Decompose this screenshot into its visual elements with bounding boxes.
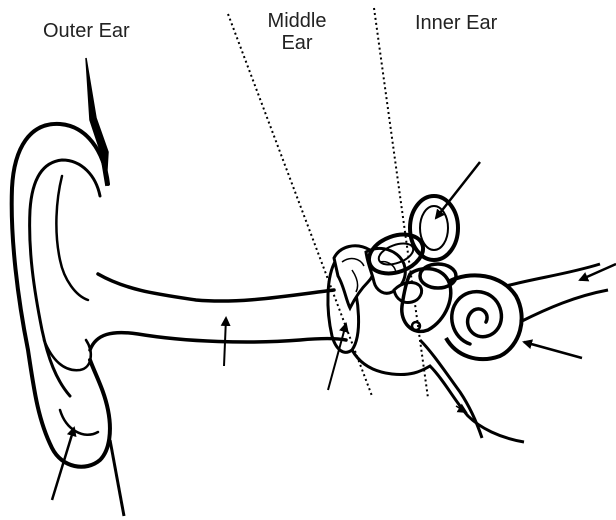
stapes (394, 283, 422, 303)
semicircular-canal-superior-inner (420, 206, 448, 250)
oval-window (412, 322, 420, 330)
pointer-arrow-canal (224, 318, 226, 366)
lobe-stem (110, 440, 124, 516)
pointer-arrow-nerve (580, 264, 616, 280)
auditory-nerve-upper (506, 264, 600, 286)
cochlea-spiral (452, 292, 502, 344)
ear-canal-lower-wall (90, 333, 346, 350)
outer-ear-pointer (86, 58, 108, 186)
pointer-arrow-cochlea (524, 342, 582, 358)
auditory-nerve-lower (520, 290, 608, 322)
cochlea-outline (446, 275, 522, 359)
ear-canal-upper-wall (98, 274, 334, 301)
antihelix (56, 176, 88, 300)
eustachian-tube (420, 340, 482, 438)
pointer-arrow-canals (436, 162, 480, 218)
lobule-fold (60, 410, 98, 435)
